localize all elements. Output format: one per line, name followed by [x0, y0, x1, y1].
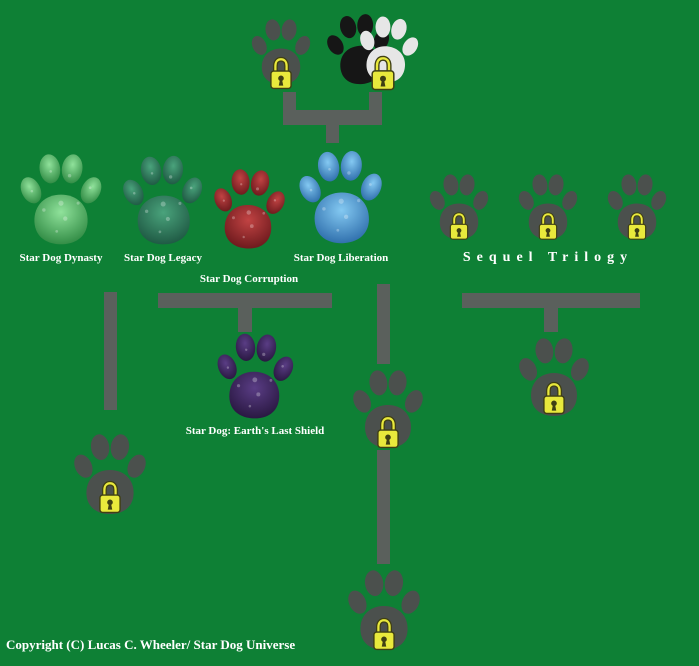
locked-node-dynasty-child[interactable] — [72, 426, 148, 520]
locked-node-sequel-child[interactable] — [517, 331, 591, 421]
node-star-dog-dynasty[interactable]: Star Dog Dynasty — [2, 150, 120, 264]
node-label: Star Dog Legacy — [123, 252, 202, 264]
sequel-paw-row — [428, 166, 668, 246]
node-star-dog-liberation[interactable]: Star Dog Liberation — [286, 147, 396, 264]
locked-entry-3[interactable] — [606, 166, 668, 246]
lock-icon — [267, 52, 295, 94]
paw-icon — [16, 152, 106, 245]
locked-entry-2[interactable] — [517, 166, 579, 246]
node-star-dog-corruption[interactable]: Star Dog Corruption — [194, 166, 304, 285]
lock-icon — [370, 613, 398, 655]
copyright-text: Copyright (C) Lucas C. Wheeler/ Star Dog… — [6, 637, 296, 652]
locked-node-root-right[interactable] — [321, 0, 425, 97]
paw-wrap — [346, 561, 422, 657]
node-label: Star Dog Dynasty — [19, 252, 103, 264]
node-label: Star Dog Corruption — [199, 273, 299, 285]
connector-root-stem — [326, 123, 339, 143]
locked-node-liberation-child[interactable] — [351, 361, 425, 455]
node-label: Star Dog Liberation — [293, 252, 389, 264]
node-label: Star Dog: Earth's Last Shield — [185, 425, 325, 437]
connector-liberation-vline — [377, 284, 390, 364]
lock-icon — [540, 377, 568, 419]
lock-icon — [368, 52, 398, 94]
locked-entry-1[interactable] — [428, 166, 490, 246]
connector-bottom-vline — [377, 450, 390, 564]
paw-wrap — [250, 5, 312, 97]
locked-node-root-left[interactable] — [250, 5, 312, 97]
connector-root-stub-right — [369, 92, 382, 114]
connector-root-hbar — [283, 110, 382, 125]
connector-corruption-hbar — [158, 293, 332, 308]
node-earths-last-shield[interactable]: Star Dog: Earth's Last Shield — [180, 330, 330, 437]
connector-dynasty-vline — [104, 292, 117, 410]
node-sequel-trilogy[interactable]: Sequel Trilogy — [428, 166, 668, 265]
node-star-dog-legacy[interactable]: Star Dog Legacy — [108, 152, 218, 264]
paw-icon — [211, 331, 299, 420]
connector-root-stub-left — [283, 92, 296, 114]
connector-sequel-hbar — [462, 293, 640, 308]
paw-wrap — [72, 426, 148, 520]
paw-wrap — [517, 331, 591, 421]
node-label: Sequel Trilogy — [462, 250, 634, 265]
connector-sequel-stem — [544, 306, 558, 332]
lock-icon — [374, 411, 402, 453]
paw-icon — [294, 148, 388, 245]
connector-corruption-stem — [238, 306, 252, 332]
paw-wrap — [351, 361, 425, 455]
lock-icon — [96, 476, 124, 518]
lock-icon — [536, 208, 560, 244]
locked-node-bottom[interactable] — [346, 561, 422, 657]
lock-icon — [447, 208, 471, 244]
lock-icon — [625, 208, 649, 244]
paw-icon — [208, 166, 290, 251]
